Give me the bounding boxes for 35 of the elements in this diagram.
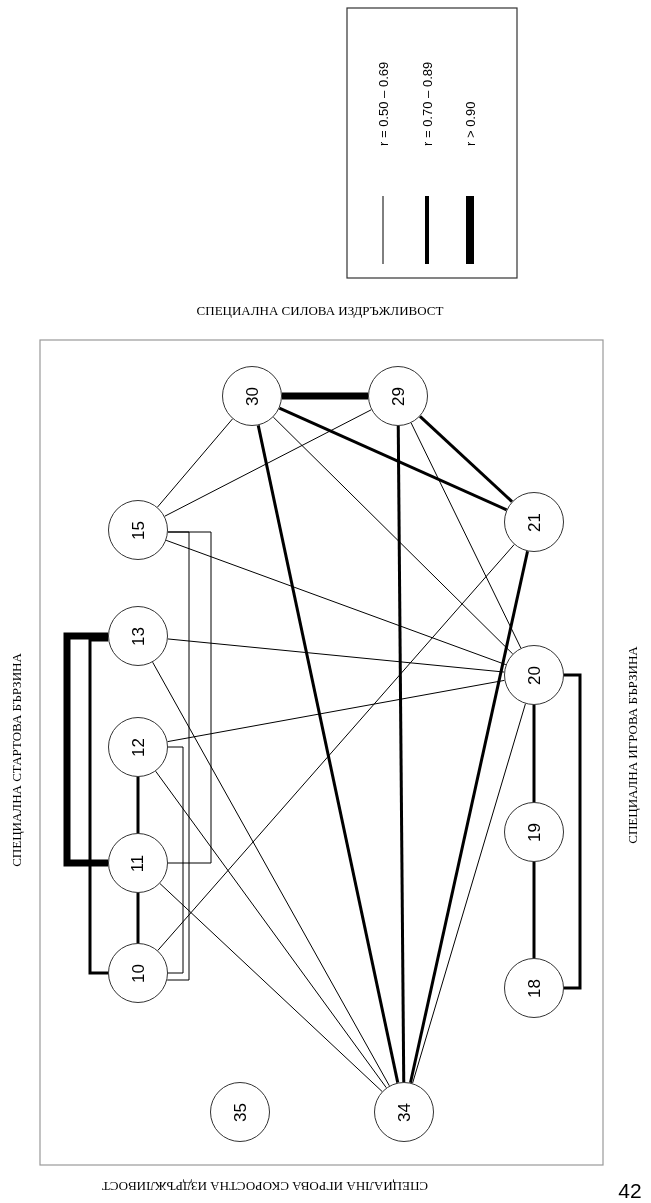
legend-label: r = 0.50 – 0.69 xyxy=(376,61,390,146)
correlation-line xyxy=(409,550,529,1084)
correlation-line xyxy=(167,531,212,864)
correlation-line xyxy=(167,638,505,673)
correlation-line xyxy=(136,777,140,833)
group-label: СПЕЦИАЛНА СИЛОВА ИЗДРЪЖЛИВОСТ xyxy=(196,303,444,317)
correlation-line xyxy=(157,544,515,951)
correlation-line xyxy=(272,416,514,655)
correlation-line xyxy=(159,883,383,1092)
correlation-line xyxy=(166,531,190,981)
correlation-line xyxy=(136,893,140,943)
correlation-line xyxy=(155,770,387,1089)
group-label: СПЕЦИАЛНА ИГРОВА БЪРЗИНА xyxy=(625,646,639,844)
correlation-line xyxy=(419,415,513,503)
correlation-line xyxy=(532,862,536,958)
correlation-line xyxy=(167,679,505,743)
correlation-line xyxy=(282,392,368,400)
correlation-line xyxy=(167,746,184,974)
correlation-line xyxy=(88,638,109,975)
correlation-line xyxy=(278,406,508,512)
page-number: 42 xyxy=(618,1179,642,1201)
correlation-line xyxy=(412,703,526,1084)
legend-label: r > 0.90 xyxy=(463,101,477,146)
group-label: СПЕЦИАЛНА ИГРОВА СКОРОСТНА ИЗДРЪЖЛИВОСТ xyxy=(101,1179,429,1193)
correlation-line xyxy=(564,673,582,990)
correlation-line xyxy=(532,705,536,802)
correlation-line xyxy=(396,426,406,1082)
correlation-line xyxy=(152,661,390,1087)
correlation-line xyxy=(410,422,522,649)
correlation-line xyxy=(156,418,234,508)
correlation-line xyxy=(63,632,108,867)
group-label: СПЕЦИАЛНА СТАРТОВА БЪРЗИНА xyxy=(9,653,23,867)
correlation-line xyxy=(256,425,400,1083)
legend-label: r = 0.70 – 0.89 xyxy=(420,61,434,146)
correlation-line xyxy=(164,409,372,517)
